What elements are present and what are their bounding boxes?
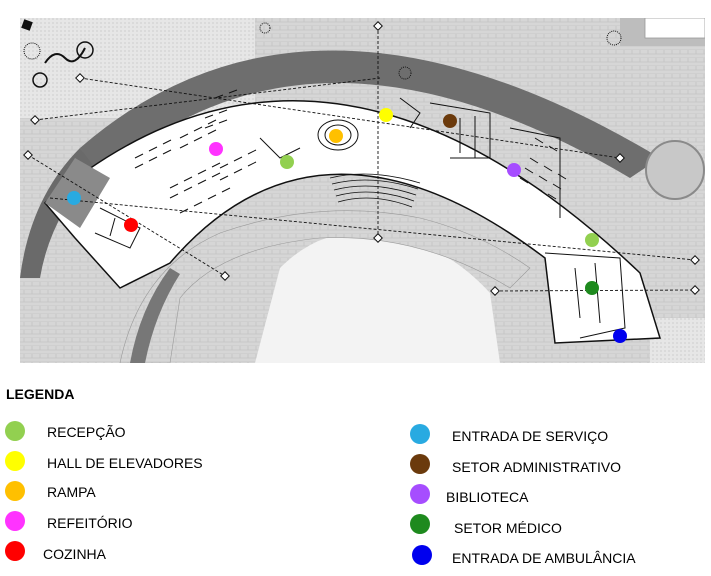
legend-dot-medico bbox=[410, 514, 430, 534]
marker-recepcao bbox=[280, 155, 294, 169]
marker-entrada_servico bbox=[67, 191, 81, 205]
seating-rows bbox=[134, 89, 567, 214]
legend-dot-recepcao bbox=[5, 421, 25, 441]
courtyard bbox=[255, 232, 500, 363]
legend-label-administrativo: SETOR ADMINISTRATIVO bbox=[452, 459, 622, 475]
marker-cozinha bbox=[124, 218, 138, 232]
legend-dot-hall bbox=[5, 451, 25, 471]
building-ring bbox=[43, 100, 662, 344]
legend-label-cozinha: COZINHA bbox=[43, 546, 106, 562]
marker-medico bbox=[585, 281, 599, 295]
legend-label-biblioteca: BIBLIOTECA bbox=[446, 489, 529, 505]
legend-label-ambulancia: ENTRADA DE AMBULÂNCIA bbox=[452, 550, 636, 566]
marker-ambulancia bbox=[613, 329, 627, 343]
right-planter bbox=[645, 140, 705, 200]
legend-label-entrada_servico: ENTRADA DE SERVIÇO bbox=[452, 428, 609, 444]
location-markers bbox=[67, 108, 627, 343]
legend-dot-administrativo bbox=[410, 454, 430, 474]
legend-dot-rampa bbox=[5, 481, 25, 501]
inner-dark-arc bbox=[130, 268, 180, 363]
legend-dot-biblioteca bbox=[410, 484, 430, 504]
inner-plaza bbox=[119, 210, 531, 363]
legend-label-refeitorio: REFEITÓRIO bbox=[47, 515, 133, 531]
trees bbox=[21, 19, 622, 88]
legend-label-rampa: RAMPA bbox=[47, 484, 96, 500]
spiral-ramp bbox=[317, 119, 359, 151]
marker-refeitorio bbox=[209, 142, 223, 156]
legend-label-medico: SETOR MÉDICO bbox=[454, 520, 562, 536]
legend-label-hall: HALL DE ELEVADORES bbox=[47, 455, 203, 471]
marker-hall bbox=[379, 108, 393, 122]
legend-title: LEGENDA bbox=[6, 386, 75, 402]
legend-dot-refeitorio bbox=[5, 511, 25, 531]
marker-recepcao-2 bbox=[585, 233, 599, 247]
marker-rampa bbox=[329, 129, 343, 143]
outer-roof-arc bbox=[80, 50, 660, 178]
axis-nodes bbox=[23, 21, 700, 296]
floor-plan bbox=[20, 18, 705, 363]
bottom-right-lawn bbox=[650, 318, 705, 363]
marker-administrativo bbox=[443, 114, 457, 128]
legend-dot-cozinha bbox=[5, 541, 25, 561]
partitions bbox=[94, 97, 626, 339]
legend-label-recepcao: RECEPÇÃO bbox=[47, 424, 126, 440]
legend-dot-entrada_servico bbox=[410, 424, 430, 444]
marker-biblioteca bbox=[507, 163, 521, 177]
amphitheatre bbox=[329, 173, 421, 208]
legend-dot-ambulancia bbox=[412, 545, 432, 565]
